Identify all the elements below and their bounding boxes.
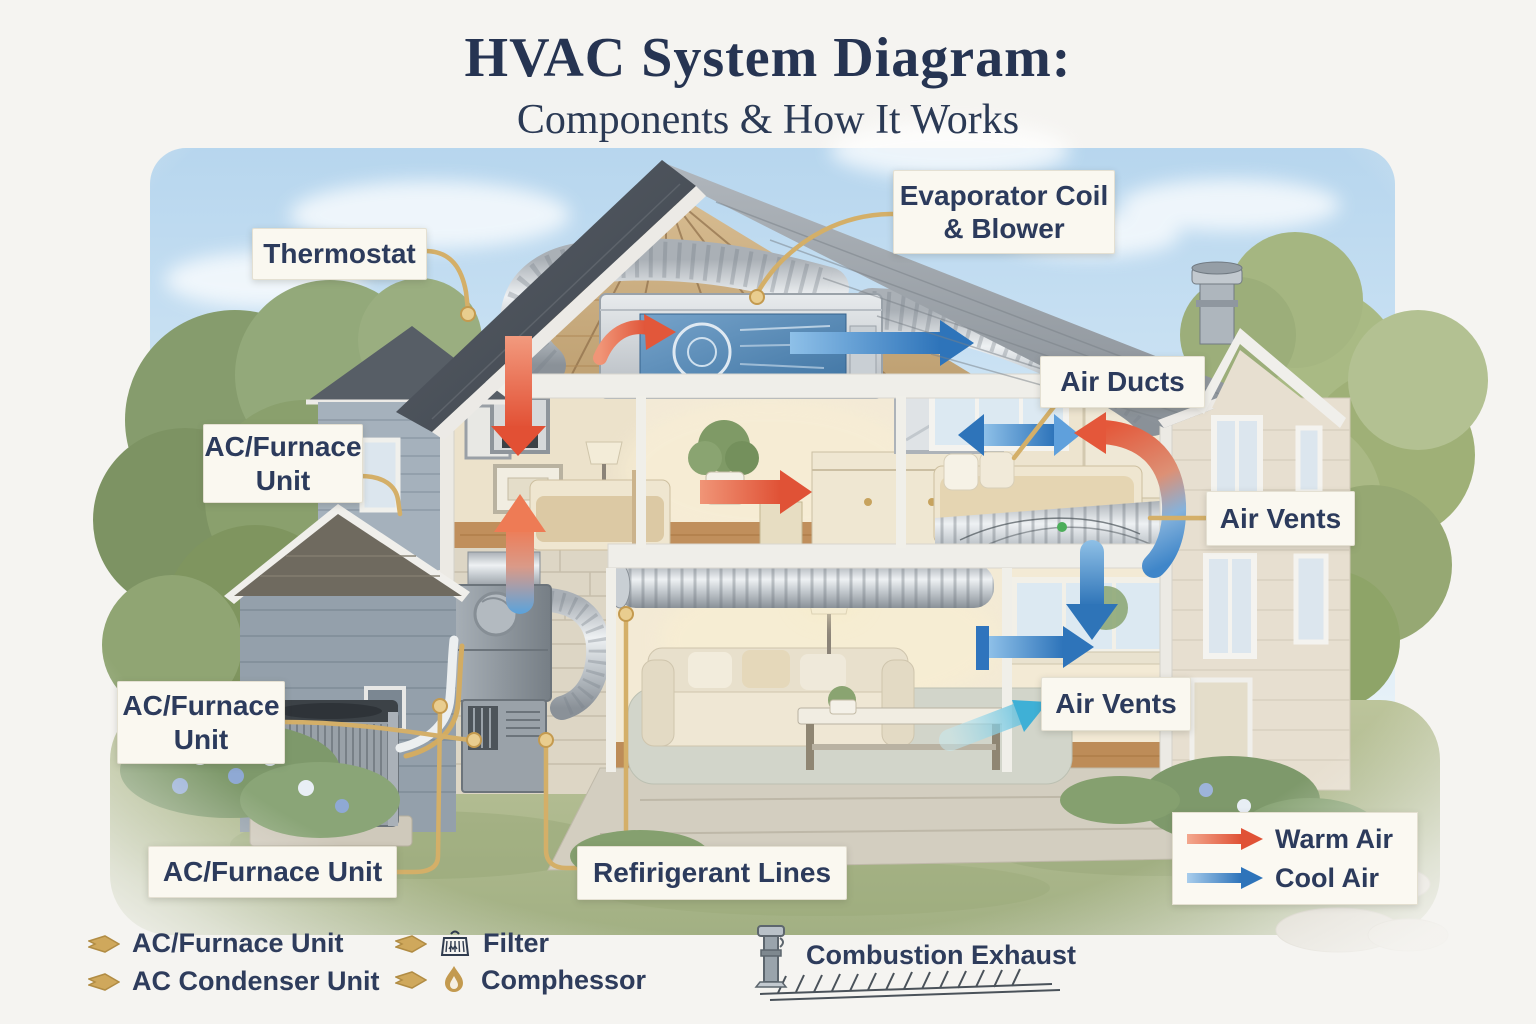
callout-refrigerant-lines: Refirigerant Lines [577,846,847,900]
warm-air-label: Warm Air [1275,823,1394,854]
callout-evaporator-coil-blower: Evaporator Coil & Blower [893,170,1115,254]
gold-arrow-icon [395,934,427,953]
callout-air-ducts-text: Air Ducts [1060,366,1185,398]
callout-air-vents-lower-text: Air Vents [1055,688,1177,720]
callout-ac-furnace-upper-text: AC/Furnace Unit [204,431,362,496]
callout-thermostat: Thermostat [252,228,427,280]
legend-combustion-exhaust-label: Combustion Exhaust [806,939,1077,970]
cool-air-label: Cool Air [1275,862,1379,893]
callout-ac-furnace-mid-text: AC/Furnace Unit [122,690,280,755]
callout-refrigerant-lines-text: Refirigerant Lines [592,857,832,889]
cool-air-arrow-icon [1187,867,1263,889]
legend-item-ac-furnace-unit: AC/Furnace Unit [88,928,344,959]
callout-air-vents-upper-text: Air Vents [1219,502,1342,534]
gold-arrow-icon [88,972,120,991]
air-flow-legend: Warm Air Cool Air [1172,812,1418,905]
legend-item-filter: Filter [395,928,549,959]
legend-item-compressor: Comphessor [395,964,646,996]
callout-ac-furnace-unit-mid: AC/Furnace Unit [117,681,285,764]
page-subtitle: Components & How It Works [516,97,1020,143]
legend-filter-label: Filter [483,928,550,958]
callout-evaporator-text: Evaporator Coil & Blower [899,179,1109,244]
filter-icon [440,930,470,956]
callout-air-ducts: Air Ducts [1040,356,1205,408]
legend-item-ac-condenser-unit: AC Condenser Unit [88,966,380,997]
flame-icon [445,966,463,992]
page-title: HVAC System Diagram: [464,27,1072,89]
legend-ac-condenser-label: AC Condenser Unit [132,966,380,996]
warm-air-arrow-icon [1187,828,1263,850]
page-header: HVAC System Diagram: Components & How It… [0,26,1536,144]
callout-ac-furnace-unit-bottom: AC/Furnace Unit [148,846,397,898]
gold-arrow-icon [395,971,427,989]
callout-air-vents-upper: Air Vents [1206,491,1355,546]
callout-air-vents-lower: Air Vents [1041,677,1191,731]
cool-air-legend-row: Cool Air [1187,863,1417,894]
callout-thermostat-text: Thermostat [263,238,416,270]
legend-item-combustion-exhaust: Combustion Exhaust [750,922,1076,988]
exhaust-chimney-icon [754,925,788,988]
warm-air-legend-row: Warm Air [1187,824,1417,855]
roof-hatch-graphic [760,968,1060,1001]
legend-ac-furnace-label: AC/Furnace Unit [132,928,344,958]
callout-ac-furnace-unit-upper: AC/Furnace Unit [203,424,363,503]
legend-compressor-label: Comphessor [481,964,647,995]
gold-arrow-icon [88,934,120,953]
callout-ac-furnace-bottom-text: AC/Furnace Unit [162,856,383,888]
